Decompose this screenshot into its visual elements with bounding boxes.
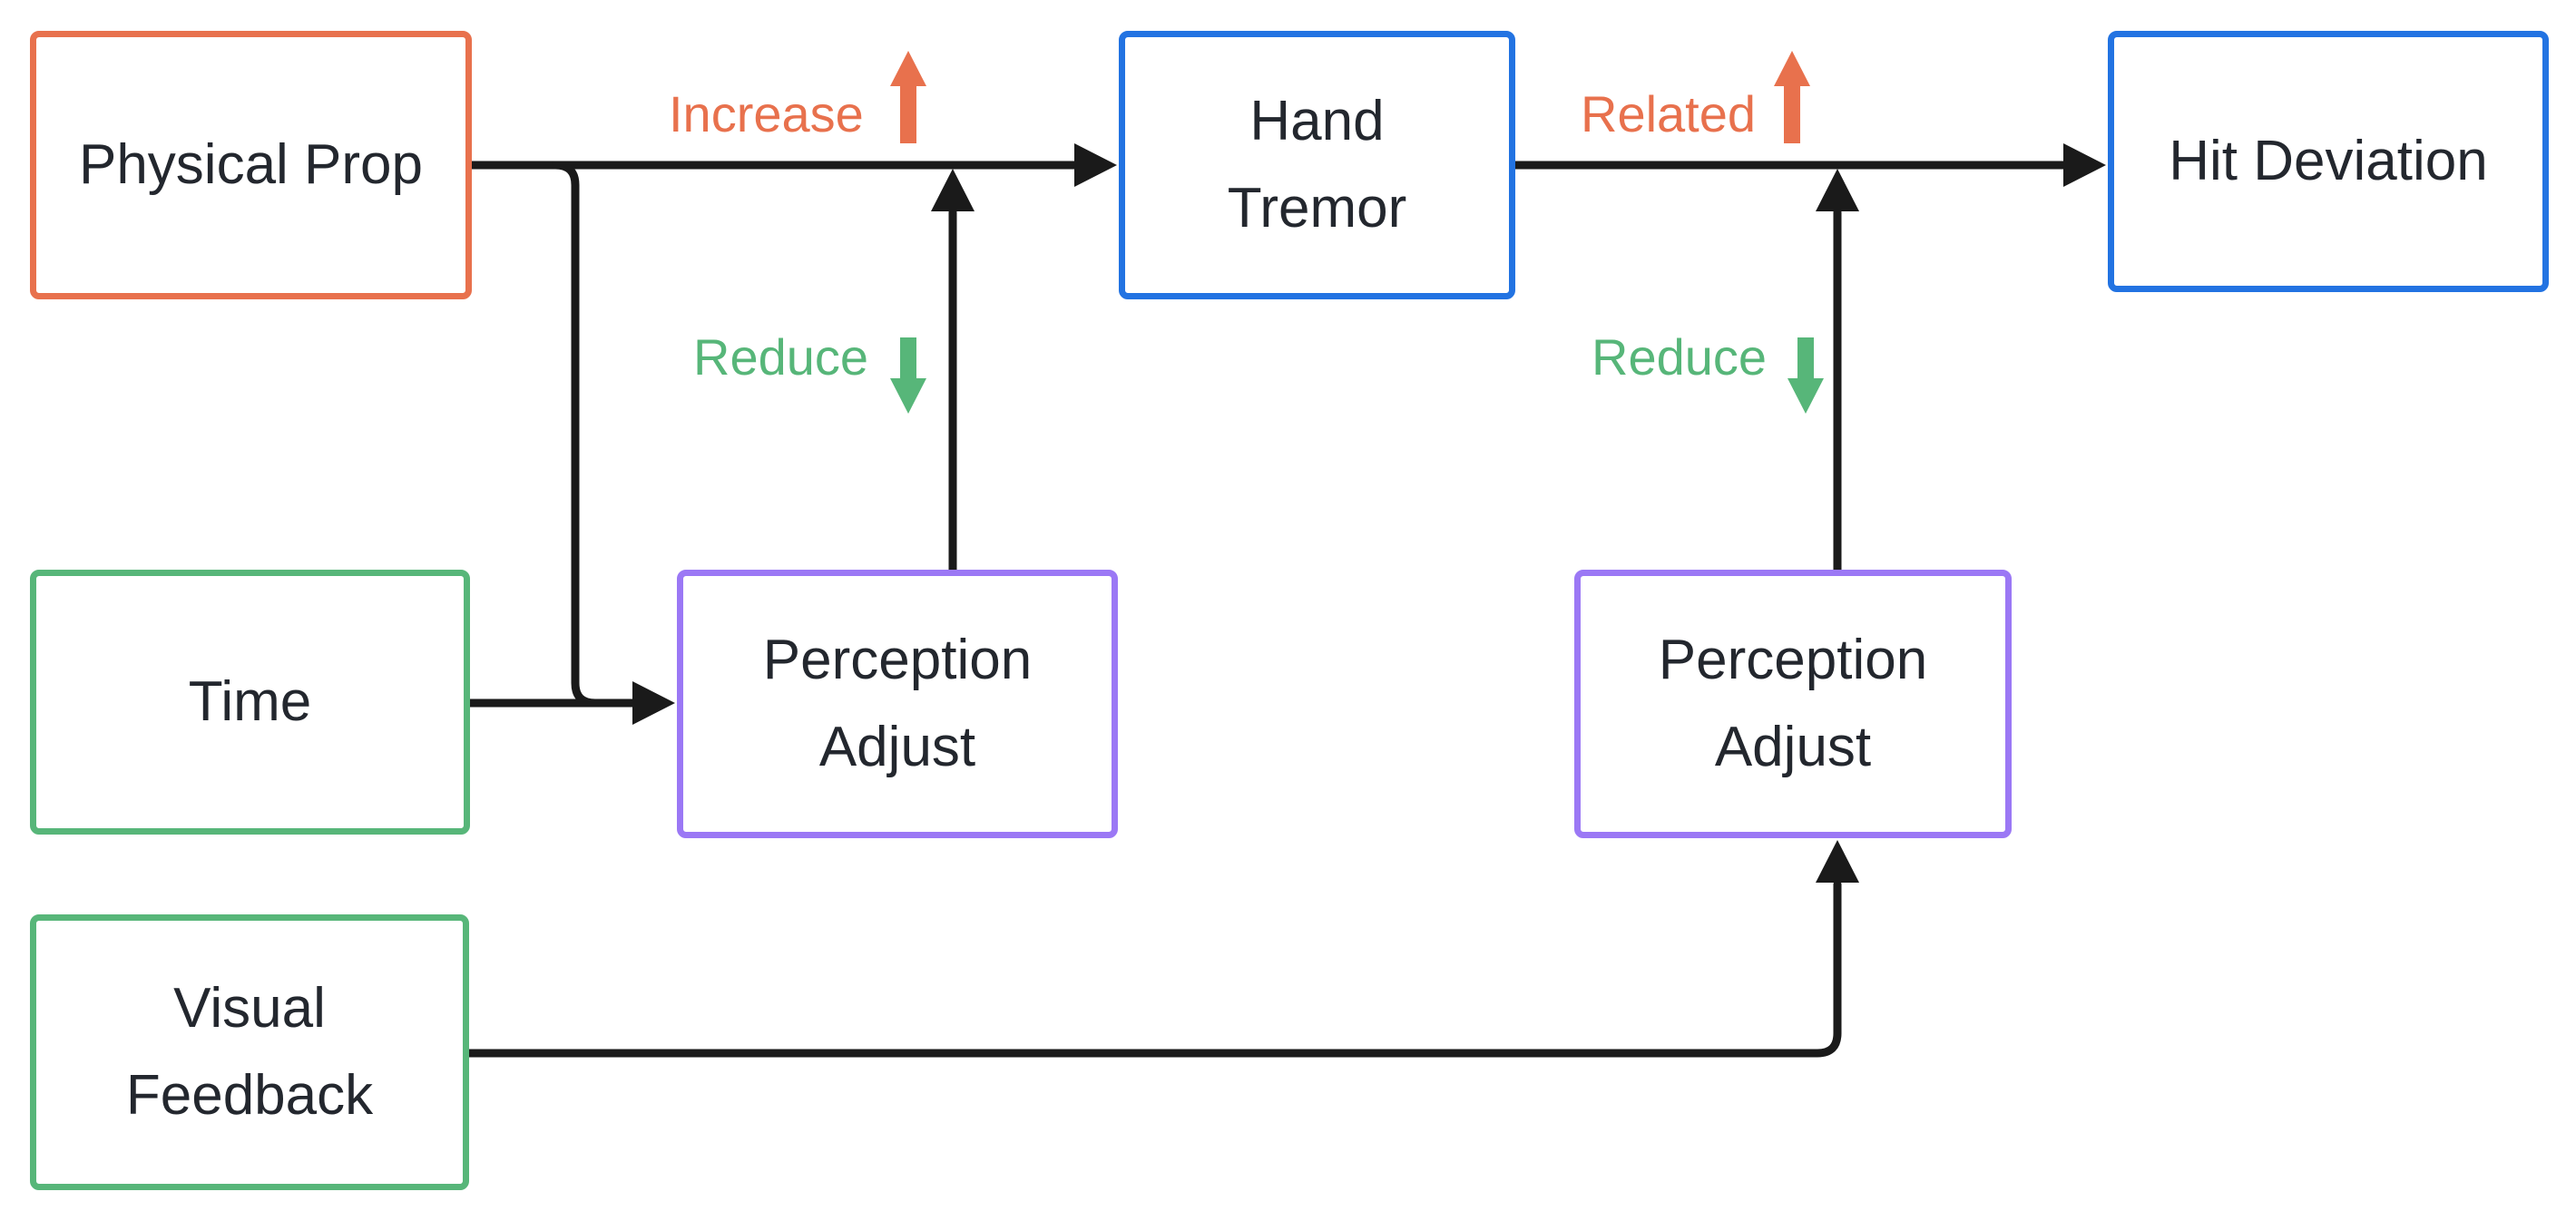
- node-physical-prop-label: Physical Prop: [78, 132, 424, 196]
- node-perception-adjust-right: Perception Adjust: [1574, 570, 2012, 838]
- edge-label-related: Related: [1581, 85, 1757, 142]
- edge-label-increase: Increase: [669, 85, 864, 142]
- node-perception-adjust-left: Perception Adjust: [677, 570, 1118, 838]
- node-hand-tremor: Hand Tremor: [1119, 31, 1515, 299]
- reduce-right-down-arrow-icon: [1788, 337, 1824, 414]
- arrowhead-into-perception-adjust-left: [632, 681, 675, 725]
- arrowhead-perception-left-junction: [931, 169, 975, 211]
- node-hit-deviation-label: Hit Deviation: [2169, 129, 2488, 192]
- node-time-label: Time: [188, 669, 312, 733]
- arrowhead-into-hand-tremor: [1074, 143, 1117, 187]
- reduce-left-down-arrow-icon: [890, 337, 926, 414]
- arrowhead-into-perception-adjust-right: [1816, 840, 1859, 883]
- increase-up-arrow-icon: [890, 51, 926, 143]
- node-perception-adjust-right-label: Perception Adjust: [1658, 628, 1928, 778]
- arrowhead-into-hit-deviation: [2063, 143, 2106, 187]
- related-up-arrow-icon: [1774, 51, 1810, 143]
- node-visual-feedback-label: Visual Feedback: [125, 976, 374, 1127]
- arrowhead-perception-right-junction: [1816, 169, 1859, 211]
- node-hit-deviation: Hit Deviation: [2108, 31, 2549, 292]
- node-physical-prop: Physical Prop: [30, 31, 472, 299]
- edge-label-reduce-left: Reduce: [693, 328, 869, 386]
- node-perception-adjust-left-label: Perception Adjust: [762, 628, 1033, 778]
- edge-visual-feedback-to-perception-adjust-right: [464, 880, 1842, 1058]
- node-hand-tremor-label: Hand Tremor: [1227, 89, 1407, 239]
- node-time: Time: [30, 570, 470, 835]
- node-visual-feedback: Visual Feedback: [30, 914, 469, 1190]
- edge-physical-prop-to-perception-adjust-left: [551, 161, 638, 708]
- edge-label-reduce-right: Reduce: [1592, 328, 1768, 386]
